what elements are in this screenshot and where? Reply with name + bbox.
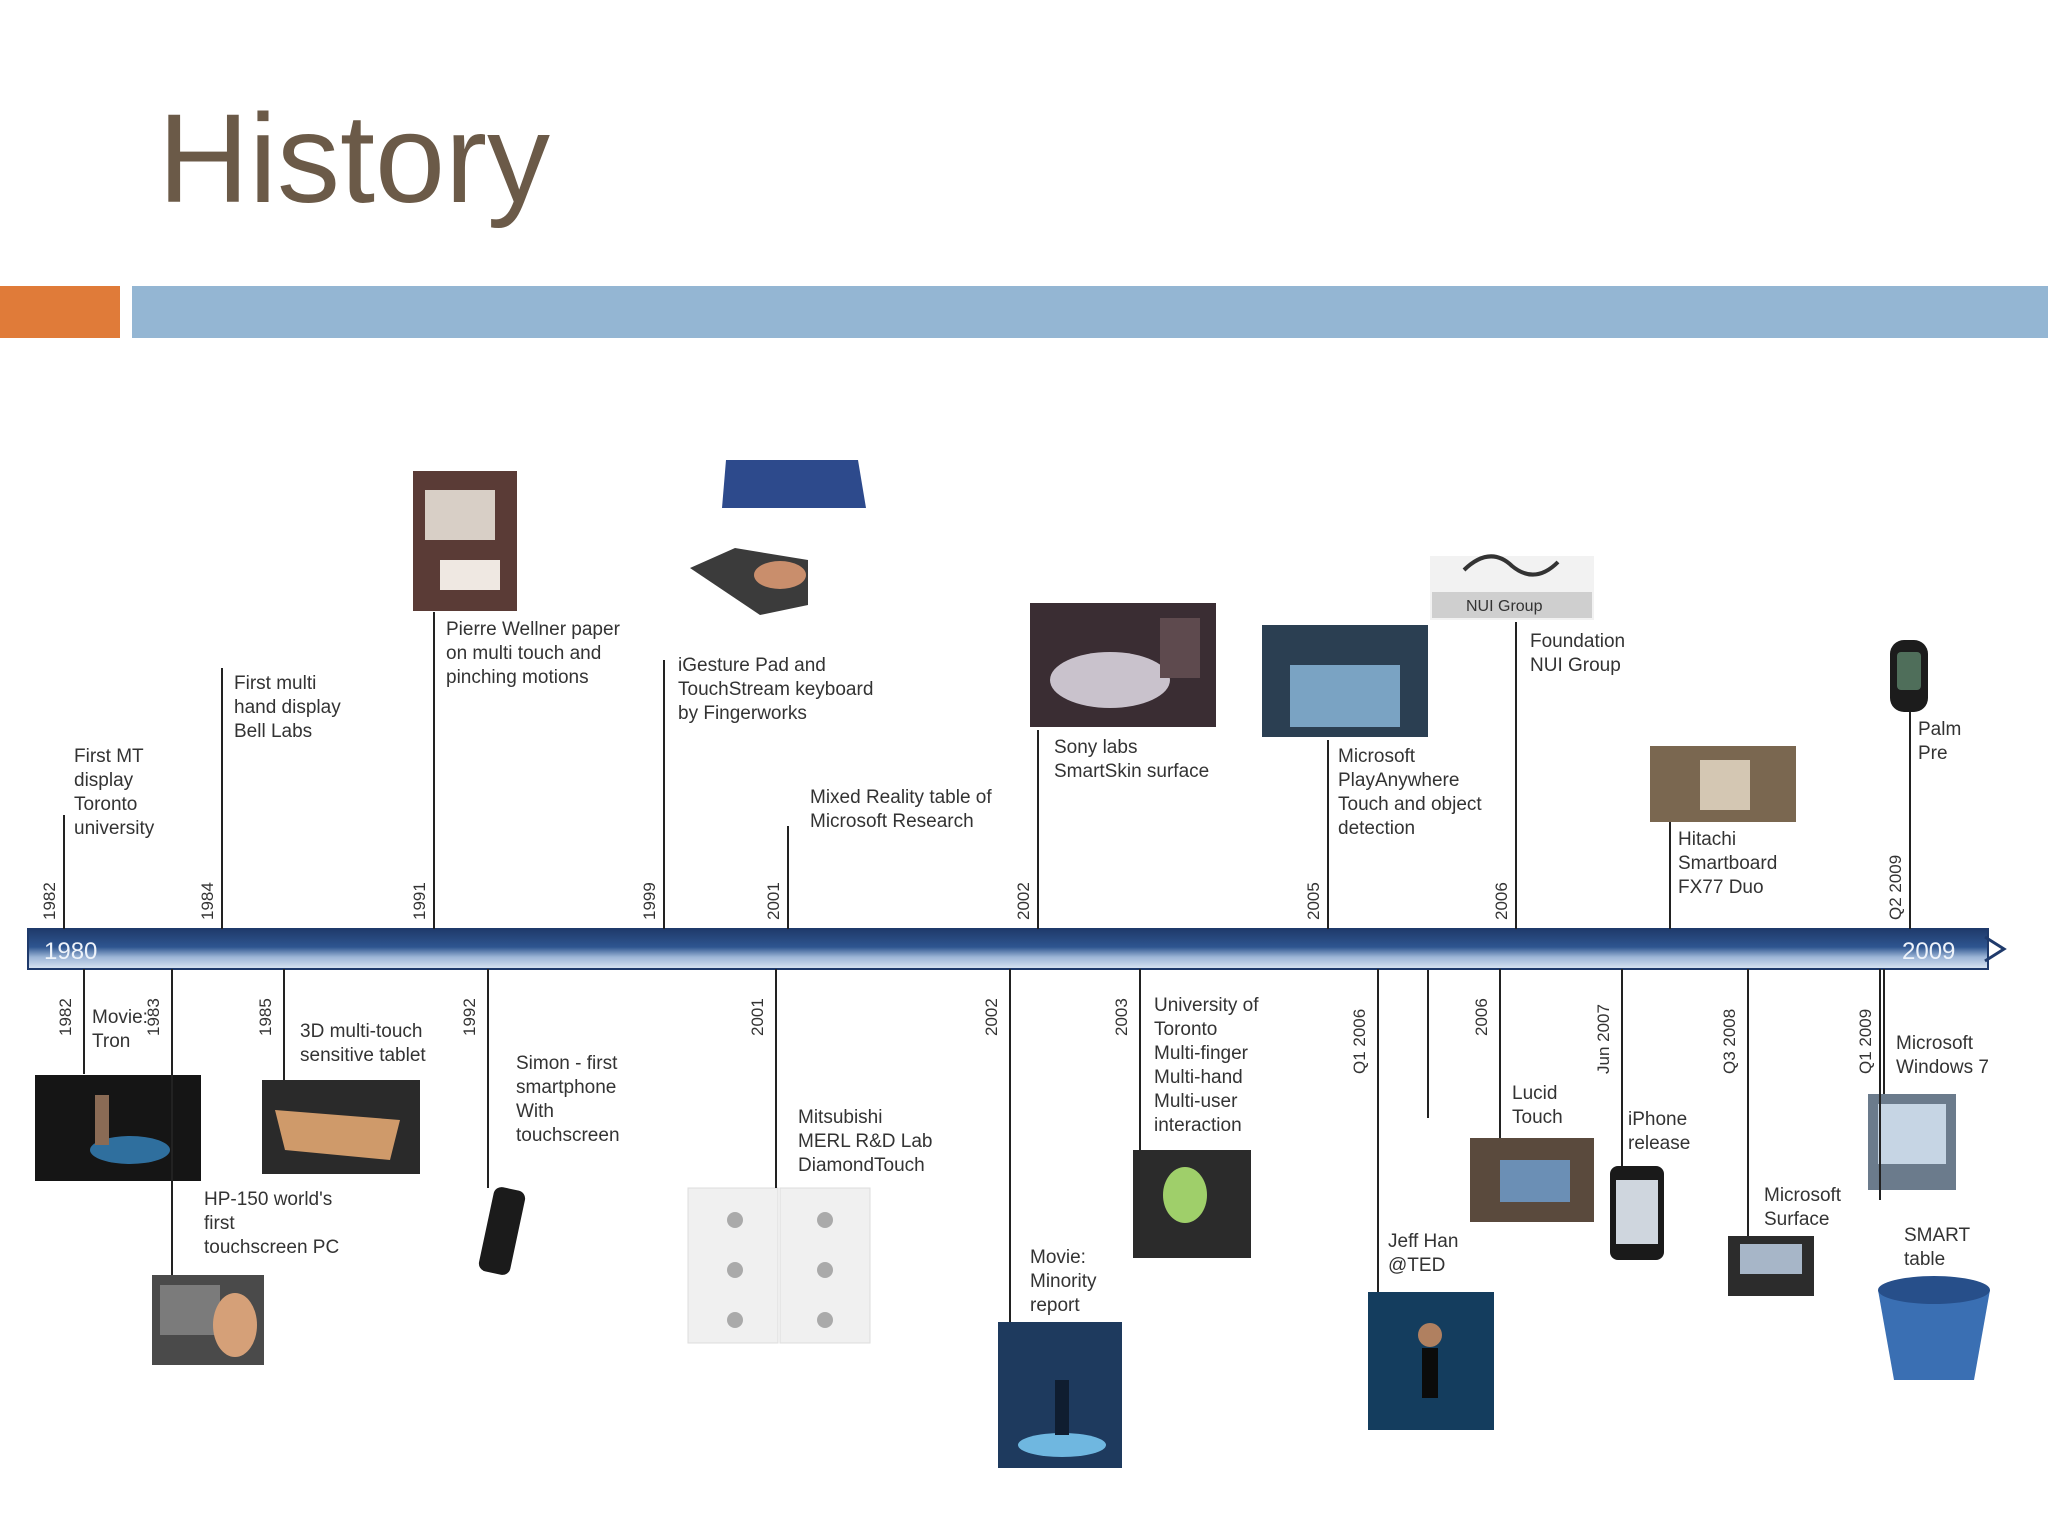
event-year-top: Q2 2009	[1886, 854, 1905, 920]
event-year-top: 1999	[640, 882, 659, 920]
event-label-top: Mixed Reality table of Microsoft Researc…	[810, 787, 992, 832]
event-label-bottom: Microsoft Windows 7	[1896, 1033, 1989, 1078]
timeline-axis	[27, 928, 1989, 970]
event-label-top: First MT display Toronto university	[74, 746, 155, 839]
image-hp150	[152, 1275, 264, 1365]
event-label-bottom: Lucid Touch	[1512, 1083, 1563, 1128]
image-simon-phone	[478, 1187, 526, 1275]
event-label-top: Microsoft PlayAnywhere Touch and object …	[1338, 746, 1482, 839]
image-tron	[35, 1075, 201, 1181]
event-year-top: 2006	[1492, 882, 1511, 920]
svg-text:NUI Group: NUI Group	[1466, 598, 1543, 615]
image-windows7	[1868, 1094, 1956, 1190]
event-year-top: 1982	[40, 882, 59, 920]
event-label-bottom: Movie: Minority report	[1030, 1247, 1097, 1316]
page-title: History	[158, 88, 551, 229]
event-year-top: 2005	[1304, 882, 1323, 920]
event-label-bottom: HP-150 world's first touchscreen PC	[204, 1189, 340, 1258]
image-toronto-multitouch	[1133, 1150, 1251, 1258]
accent-bar-orange	[0, 286, 120, 338]
event-label-bottom: University of Toronto Multi-finger Multi…	[1154, 995, 1259, 1136]
event-year-bottom: 2002	[982, 998, 1001, 1036]
image-fingerworks	[690, 460, 866, 615]
event-label-top: Sony labs SmartSkin surface	[1054, 737, 1210, 782]
event-label-top: iGesture Pad and TouchStream keyboard by…	[678, 655, 874, 724]
event-label-bottom: 3D multi-touch sensitive tablet	[300, 1021, 426, 1066]
event-year-top: 2002	[1014, 882, 1033, 920]
event-year-bottom: Jun 2007	[1594, 1004, 1613, 1074]
event-year-top: 2001	[764, 882, 783, 920]
event-label-bottom: Simon - first smartphone With touchscree…	[516, 1053, 620, 1146]
event-year-bottom: Q1 2006	[1350, 1008, 1369, 1074]
axis-start-label: 1980	[44, 938, 97, 965]
image-palm-pre	[1890, 640, 1928, 712]
event-label-bottom: Movie: Tron	[92, 1007, 148, 1052]
event-label-top: Pierre Wellner paper on multi touch and …	[446, 619, 620, 688]
event-label-top: Foundation NUI Group	[1530, 631, 1626, 676]
event-year-bottom: 2006	[1472, 998, 1491, 1036]
event-label-bottom: Jeff Han @TED	[1388, 1231, 1459, 1276]
event-year-bottom: Q1 2009	[1856, 1008, 1875, 1074]
event-year-bottom: Q3 2008	[1720, 1008, 1739, 1074]
event-year-bottom: 1985	[256, 998, 275, 1036]
image-wellner-paper	[413, 471, 517, 611]
event-year-bottom: 1982	[56, 998, 75, 1036]
image-minority-report	[998, 1322, 1122, 1468]
event-year-top: 1991	[410, 882, 429, 920]
image-smart-table	[1878, 1276, 1990, 1380]
event-label-bottom: iPhone release	[1628, 1109, 1691, 1154]
event-label-bottom: Microsoft Surface	[1764, 1185, 1842, 1230]
event-label-bottom: Mitsubishi MERL R&D Lab DiamondTouch	[798, 1107, 933, 1176]
image-lucid-touch	[1470, 1138, 1594, 1222]
image-jeff-han	[1368, 1292, 1494, 1430]
event-year-bottom: 1983	[144, 998, 163, 1036]
event-label-bottom: SMART table	[1904, 1225, 1971, 1270]
image-hitachi-smartboard	[1650, 746, 1796, 822]
accent-bar-blue	[132, 286, 2048, 338]
event-year-bottom: 2001	[748, 998, 767, 1036]
image-playanywhere	[1262, 625, 1428, 737]
image-nui-group-logo: NUI Group	[1430, 554, 1594, 620]
event-label-top: Palm Pre	[1918, 719, 1962, 764]
axis-end-label: 2009	[1902, 938, 1955, 965]
event-year-bottom: 1992	[460, 998, 479, 1036]
event-label-top: Hitachi Smartboard FX77 Duo	[1678, 829, 1778, 898]
image-diamondtouch	[687, 1187, 871, 1344]
image-sony-smartskin	[1030, 603, 1216, 727]
image-iphone	[1610, 1166, 1664, 1260]
timeline-arrow	[1984, 935, 2007, 963]
event-year-top: 1984	[198, 882, 217, 920]
event-label-top: First multi hand display Bell Labs	[234, 673, 341, 742]
event-year-bottom: 2003	[1112, 998, 1131, 1036]
image-microsoft-surface	[1728, 1236, 1814, 1296]
image-3d-tablet	[262, 1080, 420, 1174]
